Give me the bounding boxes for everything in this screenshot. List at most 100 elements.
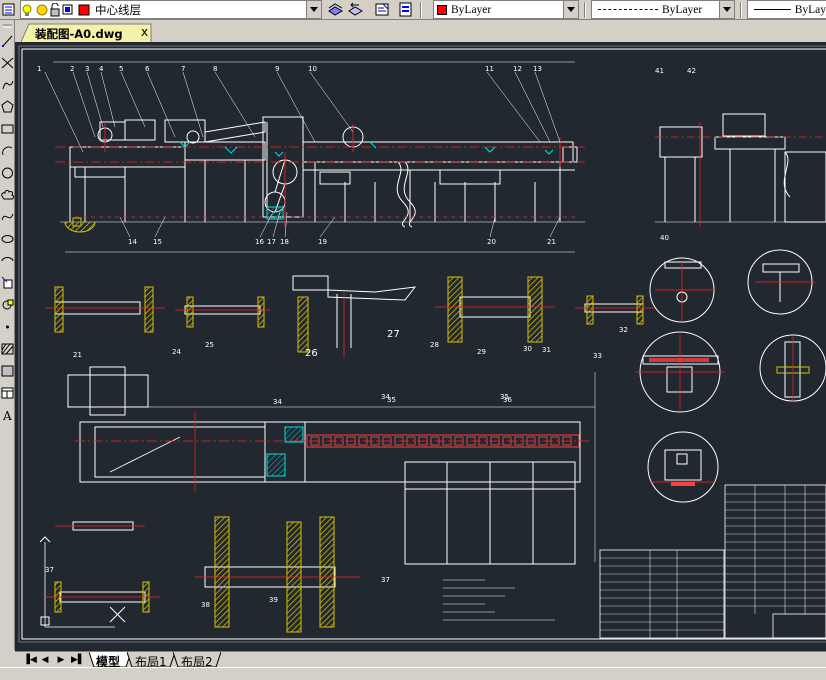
tab-layout1[interactable]: 布局1 bbox=[127, 652, 175, 669]
hatch-icon[interactable] bbox=[1, 342, 14, 356]
tab-layout2-label: 布局2 bbox=[181, 655, 213, 669]
centerlines bbox=[55, 122, 585, 227]
rectangle-icon[interactable] bbox=[1, 122, 14, 136]
make-object-layer-current-icon[interactable] bbox=[327, 1, 344, 18]
layer-state-icons[interactable] bbox=[21, 2, 91, 17]
close-document-icon[interactable]: x bbox=[141, 25, 149, 39]
detail-label: 33 bbox=[593, 352, 602, 360]
callout-label: 5 bbox=[119, 65, 123, 73]
first-tab-icon[interactable]: ▐◀ bbox=[23, 655, 37, 665]
grip-handle-icon[interactable] bbox=[1, 22, 14, 36]
revision-cloud-icon[interactable] bbox=[1, 188, 14, 202]
technical-notes bbox=[443, 579, 555, 621]
point-icon[interactable] bbox=[1, 320, 14, 334]
callout-label: 19 bbox=[318, 238, 327, 246]
tab-model[interactable]: 模型 bbox=[89, 652, 131, 669]
callout-label: 8 bbox=[213, 65, 217, 73]
document-tab-title: 装配图-A0.dwg bbox=[35, 27, 123, 41]
tab-model-label: 模型 bbox=[96, 655, 121, 669]
document-tab[interactable]: 装配图-A0.dwg x bbox=[21, 23, 153, 42]
detail-label: 21 bbox=[73, 351, 82, 359]
callout-label: 9 bbox=[275, 65, 279, 73]
layer-manager-icon[interactable] bbox=[1, 1, 18, 18]
detail-label: 32 bbox=[619, 326, 628, 334]
callout-label: 6 bbox=[145, 65, 150, 73]
layer-translator-icon[interactable] bbox=[397, 1, 414, 18]
table-icon[interactable] bbox=[1, 386, 14, 400]
callout-label: 1 bbox=[37, 65, 41, 73]
ellipse-icon[interactable] bbox=[1, 232, 14, 246]
detail-label: 35 bbox=[387, 396, 396, 404]
color-combo[interactable]: ByLayer bbox=[433, 0, 579, 19]
leader-lines bbox=[44, 71, 561, 238]
linetype-preview bbox=[598, 9, 658, 10]
plan-view bbox=[67, 366, 596, 565]
color-dropdown-arrow[interactable] bbox=[563, 0, 579, 19]
cad-drawing: 1234567891011121314151617181920214142402… bbox=[18, 45, 826, 643]
line-icon[interactable] bbox=[1, 34, 14, 48]
callout-label: 7 bbox=[181, 65, 185, 73]
callout-label: 40 bbox=[660, 234, 669, 242]
layer-dropdown-arrow[interactable] bbox=[306, 0, 322, 19]
detail-label: 27 bbox=[387, 329, 400, 340]
construction-line-icon[interactable] bbox=[1, 56, 14, 70]
tab-layout2[interactable]: 布局2 bbox=[173, 652, 221, 669]
callout-label: 12 bbox=[513, 65, 522, 73]
title-block bbox=[599, 484, 826, 639]
multiline-text-icon[interactable]: A bbox=[1, 408, 14, 422]
layer-states-icon[interactable] bbox=[374, 1, 391, 18]
detail-circles bbox=[639, 249, 826, 503]
detail-label: 31 bbox=[542, 346, 551, 354]
linetype-dropdown-arrow[interactable] bbox=[719, 0, 735, 19]
previous-tab-icon[interactable]: ◀ bbox=[41, 655, 49, 665]
insert-block-icon[interactable] bbox=[1, 276, 14, 290]
linetype-combo[interactable]: ByLayer bbox=[591, 0, 735, 19]
detail-label: 36 bbox=[503, 396, 512, 404]
callout-label: 16 bbox=[255, 238, 264, 246]
ellipse-arc-icon[interactable] bbox=[1, 254, 14, 268]
callout-label: 13 bbox=[533, 65, 542, 73]
layer-combo[interactable]: 中心线层 bbox=[20, 0, 322, 19]
spline-icon[interactable] bbox=[1, 210, 14, 224]
tab-layout1-label: 布局1 bbox=[135, 655, 167, 669]
main-elevation-view bbox=[53, 61, 585, 253]
plan-label: 34 bbox=[381, 393, 390, 401]
callout-label: 14 bbox=[128, 238, 137, 246]
detail-label: 30 bbox=[523, 345, 532, 353]
color-value: ByLayer bbox=[451, 3, 492, 16]
plan-label: 35 bbox=[500, 393, 509, 401]
callout-label: 11 bbox=[485, 65, 494, 73]
polyline-icon[interactable] bbox=[1, 78, 14, 92]
color-swatch bbox=[437, 4, 447, 15]
callout-label: 4 bbox=[99, 65, 104, 73]
callout-label: 21 bbox=[547, 238, 556, 246]
detail-label: 25 bbox=[205, 341, 214, 349]
callout-label: 10 bbox=[308, 65, 317, 73]
callout-label: 2 bbox=[70, 65, 74, 73]
document-tab-bar: 装配图-A0.dwg x bbox=[15, 20, 826, 42]
lineweight-value: ByLay bbox=[794, 3, 826, 16]
callout-label: 3 bbox=[85, 65, 89, 73]
arc-icon[interactable] bbox=[1, 144, 14, 158]
lineweight-combo[interactable]: ByLay bbox=[747, 0, 826, 19]
detail-label: 29 bbox=[477, 348, 486, 356]
layout-tab-bar: ▐◀ ◀ ▶ ▶▌ 模型 布局1 布局2 bbox=[15, 651, 826, 669]
last-tab-icon[interactable]: ▶▌ bbox=[71, 655, 85, 665]
detail-label: 37 bbox=[45, 566, 54, 574]
next-tab-icon[interactable]: ▶ bbox=[57, 655, 65, 665]
layer-previous-icon[interactable] bbox=[347, 1, 364, 18]
make-block-icon[interactable] bbox=[1, 298, 14, 312]
detail-label: 34 bbox=[273, 398, 282, 406]
callout-label: 17 bbox=[267, 238, 276, 246]
polygon-icon[interactable] bbox=[1, 100, 14, 114]
draw-toolbar: A bbox=[0, 20, 15, 650]
region-icon[interactable] bbox=[1, 364, 14, 378]
plan-label: 37 bbox=[381, 576, 390, 584]
cyan-details bbox=[179, 141, 554, 220]
detail-label: 38 bbox=[201, 601, 210, 609]
linetype-value: ByLayer bbox=[662, 3, 703, 16]
circle-icon[interactable] bbox=[1, 166, 14, 180]
callout-label: 15 bbox=[153, 238, 162, 246]
